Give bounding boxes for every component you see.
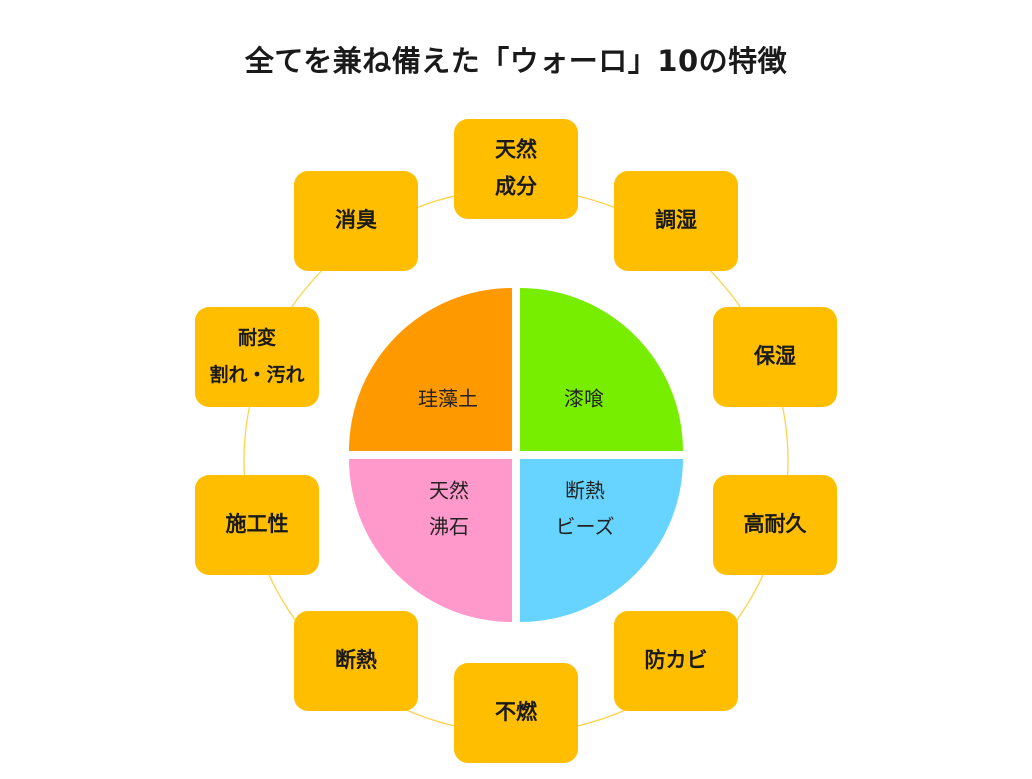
quadrant-shape <box>349 459 512 622</box>
feature-label: 調湿 <box>655 208 697 232</box>
feature-label: 天然 <box>495 138 537 162</box>
feature-box-shape <box>614 611 738 711</box>
feature-box-non-flammable: 不燃 <box>454 663 578 763</box>
feature-label: 高耐久 <box>744 512 807 536</box>
feature-box-shape <box>713 307 837 407</box>
feature-box-deodorization: 消臭 <box>294 171 418 271</box>
feature-label: 不燃 <box>495 700 538 724</box>
quadrant-top-right: 漆喰 <box>520 288 683 451</box>
feature-box-shape <box>294 171 418 271</box>
feature-label: 成分 <box>495 175 537 199</box>
feature-label: 耐変 <box>238 326 276 349</box>
feature-box-shape <box>454 119 578 219</box>
feature-box-shape <box>195 307 319 407</box>
quadrant-shape <box>520 288 683 451</box>
feature-box-insulation: 断熱 <box>294 611 418 711</box>
diagram-title: 全てを兼ね備えた「ウォーロ」10の特徴 <box>244 44 788 78</box>
feature-box-high-durability: 高耐久 <box>713 475 837 575</box>
center-circle: 珪藻土漆喰天然沸石断熱ビーズ <box>349 288 683 622</box>
feature-box-humidity-control: 調湿 <box>614 171 738 271</box>
quadrant-label: 断熱 <box>565 479 605 503</box>
quadrant-label: 珪藻土 <box>418 387 478 411</box>
feature-box-shape <box>454 663 578 763</box>
quadrant-label: 天然 <box>429 479 469 503</box>
quadrant-shape <box>349 288 512 451</box>
feature-box-mold-prevention: 防カビ <box>614 611 738 711</box>
feature-label: 施工性 <box>226 512 289 536</box>
feature-label: 保湿 <box>753 344 796 368</box>
feature-label: 割れ・汚れ <box>209 363 304 386</box>
quadrant-top-left: 珪藻土 <box>349 288 512 451</box>
feature-box-shape <box>614 171 738 271</box>
quadrant-shape <box>520 459 683 622</box>
feature-box-shape <box>294 611 418 711</box>
feature-label: 断熱 <box>335 648 377 672</box>
feature-box-workability: 施工性 <box>195 475 319 575</box>
quadrant-label: ビーズ <box>556 515 615 539</box>
feature-label: 防カビ <box>645 648 708 672</box>
feature-box-moisture-retention: 保湿 <box>713 307 837 407</box>
feature-label: 消臭 <box>335 208 377 232</box>
feature-box-shape <box>713 475 837 575</box>
feature-box-shape <box>195 475 319 575</box>
quadrant-label: 漆喰 <box>564 387 604 411</box>
quadrant-label: 沸石 <box>429 515 469 539</box>
